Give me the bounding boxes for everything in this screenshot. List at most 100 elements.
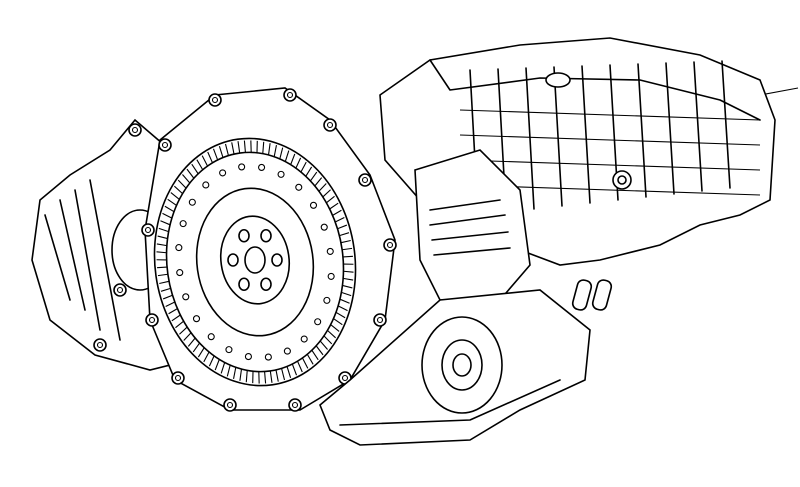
bolt-center [291, 401, 299, 409]
case-rib [581, 65, 591, 204]
gear-tooth [156, 251, 167, 254]
gear-tooth [226, 364, 231, 377]
gear-tooth [327, 329, 336, 339]
bolt-head [145, 313, 159, 327]
bolt-head [283, 88, 297, 102]
bolt-center [211, 96, 219, 104]
bolt-hole [320, 223, 328, 231]
gear-tooth [171, 314, 181, 322]
bolt-head [158, 138, 172, 152]
gear-tooth [342, 247, 353, 251]
bolt-hole [238, 163, 246, 171]
gear-tooth [322, 189, 331, 198]
bolt-hole [283, 347, 291, 355]
gear-tooth [233, 367, 237, 379]
gear-tooth [156, 243, 167, 247]
gear-tooth [165, 301, 176, 307]
bolt-hole [309, 201, 318, 209]
gear-tooth [305, 166, 313, 177]
case-rib [721, 60, 731, 189]
bolt-center [96, 341, 104, 349]
bolt-hole [323, 296, 331, 304]
cooler-line-fitting [571, 279, 593, 311]
gear-tooth [339, 232, 350, 237]
case-rib-horizontal [459, 134, 761, 146]
bolt-hole [182, 293, 190, 301]
gear-tooth [309, 171, 318, 182]
vent-cap [545, 72, 571, 88]
bolt-hole [225, 346, 233, 354]
gear-tooth [291, 363, 298, 376]
gear-tooth [160, 287, 171, 292]
gear-tooth [182, 174, 191, 184]
gear-tooth [177, 179, 187, 189]
hub-bolt [227, 253, 239, 267]
bolt-hole [219, 169, 227, 177]
gear-tooth [175, 320, 184, 329]
gear-tooth [319, 340, 328, 350]
gear-tooth [281, 368, 286, 381]
gear-tooth [224, 143, 229, 156]
gear-tooth [334, 217, 345, 223]
crank-pilot [244, 246, 266, 274]
gear-tooth [243, 140, 246, 153]
gear-tooth [342, 255, 353, 258]
gear-tooth [186, 168, 195, 179]
gear-tooth [341, 291, 352, 297]
bolt-head [383, 238, 397, 252]
bolt-center [326, 121, 334, 129]
gear-tooth [170, 192, 180, 200]
case-rib [525, 67, 535, 210]
gear-tooth [330, 324, 340, 332]
valve-body [414, 149, 531, 301]
bolt-hole [314, 318, 322, 326]
gear-tooth [290, 153, 296, 165]
flywheel-outer-holes [175, 163, 335, 361]
gear-tooth [218, 146, 224, 158]
bolt-head [93, 338, 107, 352]
case-rib [665, 62, 675, 195]
gear-tooth [197, 347, 205, 358]
bolt-hole [192, 315, 201, 323]
bolt-center [286, 91, 294, 99]
gear-tooth [339, 298, 350, 304]
gear-tooth [286, 366, 292, 378]
flywheel-hub-bolts [227, 228, 283, 292]
gear-tooth [337, 305, 348, 312]
bolt-center [341, 374, 349, 382]
flywheel-hub [219, 215, 291, 305]
bolt-hole [202, 181, 210, 189]
bolt-hole [295, 183, 303, 191]
bolt-hole [264, 353, 272, 361]
gear-tooth [318, 183, 327, 192]
gear-tooth [192, 342, 201, 353]
gear-tooth [323, 335, 333, 345]
gear-tooth [203, 351, 210, 363]
gear-tooth [315, 345, 324, 356]
gear-tooth [191, 163, 199, 175]
hub-bolt [238, 228, 250, 243]
ring-gear-teeth [156, 140, 354, 384]
bolt-hole [175, 244, 183, 252]
gear-tooth [157, 235, 168, 240]
gear-tooth [314, 177, 323, 187]
gear-tooth [183, 332, 192, 341]
bolt-head [113, 283, 127, 297]
bolt-head [288, 398, 302, 412]
gear-tooth [207, 151, 213, 164]
gear-tooth [187, 337, 196, 347]
bolt-center [116, 286, 124, 294]
hub-bolt [238, 277, 250, 292]
bolt-head [323, 118, 337, 132]
bolt-center [161, 141, 169, 149]
case-top-edge [429, 59, 761, 121]
gear-tooth [239, 369, 243, 381]
bolt-hole [327, 272, 335, 280]
bolt-head [141, 223, 155, 237]
bolt-hole [207, 333, 215, 341]
gear-tooth [273, 145, 277, 157]
gear-tooth [306, 354, 314, 365]
gear-tooth [300, 161, 307, 173]
gear-tooth [332, 209, 342, 216]
gear-tooth [157, 273, 168, 277]
